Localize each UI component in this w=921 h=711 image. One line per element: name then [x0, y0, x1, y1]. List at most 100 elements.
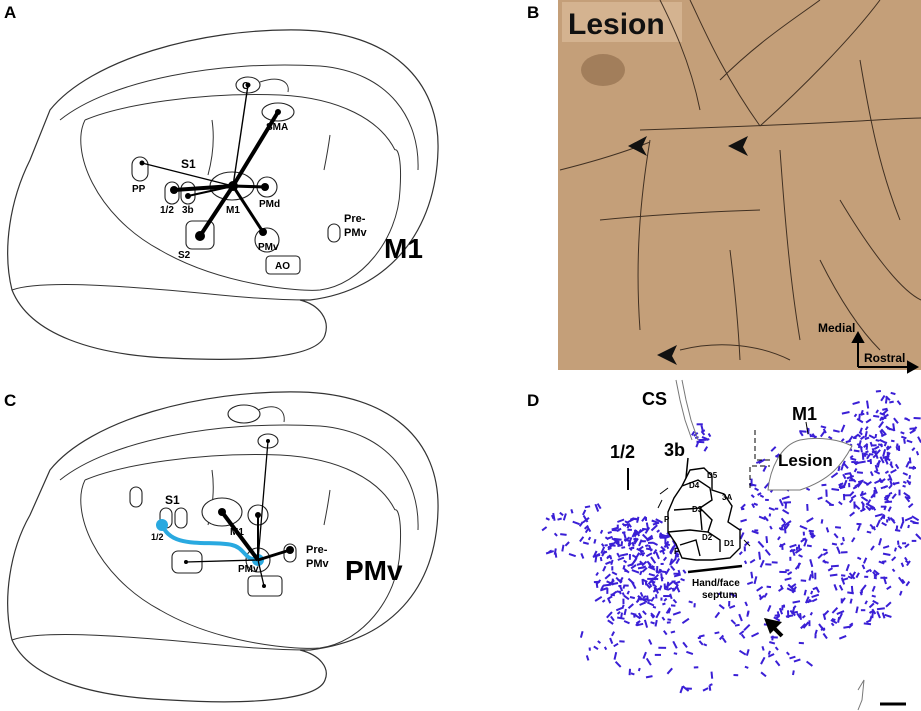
- terminal-mark: [607, 531, 612, 534]
- label-pp-a: PP: [132, 184, 146, 195]
- terminal-mark: [767, 653, 775, 658]
- terminal-mark: [630, 564, 637, 570]
- terminal-mark: [709, 683, 713, 687]
- terminal-mark: [624, 569, 628, 573]
- terminal-mark: [572, 520, 580, 526]
- terminal-mark: [889, 480, 893, 486]
- terminal-mark: [881, 560, 887, 563]
- terminal-mark: [908, 474, 912, 480]
- terminal-mark: [740, 518, 747, 523]
- terminal-mark: [856, 480, 864, 488]
- terminal-mark: [774, 614, 781, 617]
- terminal-mark: [820, 519, 824, 524]
- terminal-mark: [557, 517, 562, 521]
- terminal-mark: [855, 572, 860, 579]
- terminal-mark: [865, 619, 871, 624]
- terminal-mark: [662, 630, 668, 636]
- terminal-mark: [840, 424, 846, 433]
- label-d2: D2: [702, 533, 713, 542]
- terminal-mark: [639, 552, 646, 556]
- label-m1-d: M1: [792, 404, 817, 424]
- terminal-mark: [596, 503, 602, 510]
- terminal-mark: [743, 560, 748, 565]
- terminal-mark: [645, 675, 653, 679]
- terminal-mark: [664, 568, 671, 576]
- terminal-mark: [810, 590, 814, 595]
- label-half-a: 1/2: [160, 205, 174, 216]
- terminal-mark: [890, 439, 895, 443]
- terminal-mark: [663, 597, 668, 602]
- terminal-mark: [738, 630, 745, 636]
- hand-face-septum-line: [687, 564, 743, 574]
- terminal-mark: [906, 560, 911, 567]
- terminal-mark: [632, 537, 637, 541]
- label-s1-c: S1: [165, 493, 180, 507]
- terminal-mark: [792, 670, 795, 676]
- terminal-mark: [864, 600, 868, 605]
- terminal-mark: [842, 536, 845, 542]
- terminal-mark: [875, 390, 881, 393]
- terminal-mark: [872, 454, 877, 459]
- terminal-mark: [792, 605, 797, 609]
- terminal-mark: [850, 571, 857, 579]
- terminal-mark: [703, 643, 708, 647]
- terminal-mark: [636, 622, 644, 627]
- terminal-mark: [825, 527, 830, 533]
- terminal-mark: [714, 611, 721, 619]
- terminal-mark: [892, 481, 900, 485]
- label-half-d: 1/2: [610, 442, 635, 462]
- terminal-mark: [796, 612, 802, 619]
- terminal-mark: [900, 562, 905, 568]
- terminal-mark: [681, 617, 690, 625]
- terminal-mark: [650, 621, 655, 625]
- m1-leader: [805, 421, 809, 435]
- rostral-label: Rostral: [864, 351, 905, 365]
- terminal-mark: [869, 523, 877, 531]
- terminal-mark: [853, 413, 858, 418]
- terminal-mark: [686, 650, 694, 656]
- terminal-mark: [638, 612, 643, 619]
- terminal-mark: [616, 610, 621, 615]
- terminal-mark: [765, 536, 769, 544]
- terminal-mark: [902, 472, 908, 476]
- terminal-mark: [880, 394, 886, 402]
- terminal-mark: [806, 517, 814, 523]
- terminal-mark: [874, 449, 881, 456]
- terminal-mark: [784, 502, 788, 509]
- area-c-c: [227, 404, 261, 424]
- terminal-mark: [615, 606, 623, 612]
- terminal-mark: [868, 568, 873, 573]
- terminal-mark: [617, 518, 625, 523]
- terminal-mark: [860, 435, 865, 441]
- terminal-mark: [904, 543, 910, 549]
- terminal-mark: [787, 571, 793, 576]
- terminal-mark: [873, 470, 881, 475]
- terminal-mark: [604, 573, 611, 580]
- terminal-mark: [673, 652, 678, 655]
- area-ao-a: [265, 255, 301, 275]
- terminal-mark: [876, 607, 885, 611]
- terminal-mark: [763, 592, 768, 598]
- terminal-mark: [838, 584, 844, 591]
- terminal-mark: [582, 541, 589, 545]
- terminal-mark: [682, 685, 690, 692]
- terminal-mark: [672, 640, 678, 649]
- terminal-mark: [773, 616, 781, 622]
- terminal-mark: [858, 413, 861, 420]
- terminal-mark: [860, 490, 864, 496]
- terminal-mark: [645, 657, 652, 666]
- terminal-mark: [830, 622, 835, 627]
- terminal-mark: [631, 541, 635, 547]
- terminal-mark: [762, 465, 768, 472]
- terminal-mark: [803, 538, 808, 547]
- terminal-mark: [899, 521, 905, 529]
- terminal-mark: [906, 479, 911, 486]
- terminal-mark: [849, 511, 856, 517]
- terminal-mark: [775, 615, 781, 619]
- terminal-mark: [836, 546, 841, 555]
- terminal-mark: [666, 581, 670, 589]
- terminal-mark: [891, 556, 897, 562]
- terminal-mark: [822, 560, 829, 564]
- terminal-mark: [792, 600, 801, 604]
- terminal-mark: [739, 532, 745, 540]
